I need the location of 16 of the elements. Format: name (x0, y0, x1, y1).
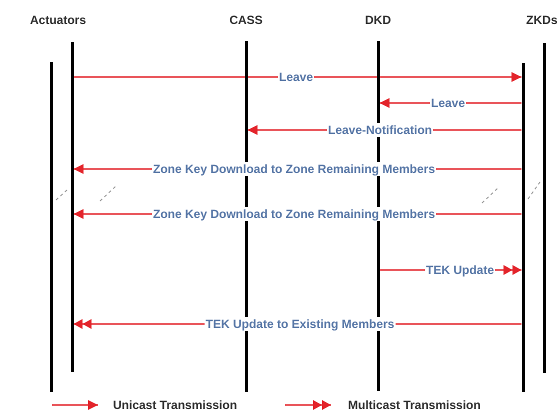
lifeline-header: DKD (365, 13, 391, 27)
message-arrow (74, 72, 522, 82)
edge-label: Zone Key Download to Zone Remaining Members (152, 162, 436, 176)
legend-text: Multicast Transmission (348, 398, 481, 412)
lifeline-bar (522, 63, 524, 392)
edge-label: Zone Key Download to Zone Remaining Members (152, 207, 436, 221)
edge-label: Leave (430, 96, 466, 110)
edge-label: TEK Update to Existing Members (204, 317, 396, 331)
edge-label: Leave (278, 70, 314, 84)
legend-text: Unicast Transmission (113, 398, 238, 412)
lifeline-header: CASS (229, 13, 263, 27)
lifeline-bar (50, 62, 52, 392)
edge-label: Leave-Notification (327, 123, 433, 137)
lifeline-header: Actuators (30, 13, 86, 27)
lifeline-header: ZKDs (526, 13, 558, 27)
edge-label: TEK Update (425, 263, 495, 277)
